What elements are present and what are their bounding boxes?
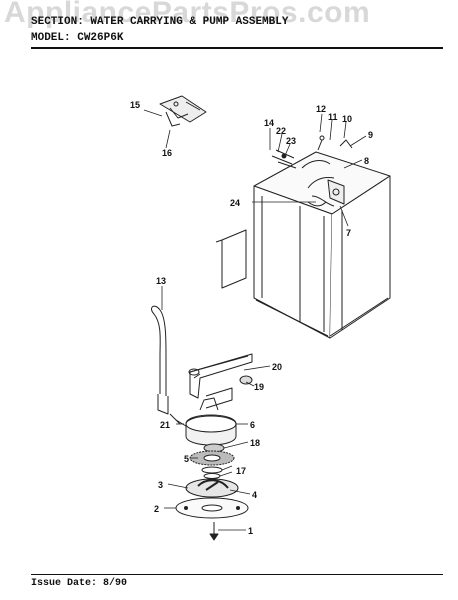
callout-17: 17 bbox=[236, 466, 246, 476]
model-value: CW26P6K bbox=[77, 32, 124, 44]
callout-18: 18 bbox=[250, 438, 260, 448]
part-bracket-15-16 bbox=[159, 95, 207, 127]
callout-9: 9 bbox=[368, 130, 373, 140]
callout-5: 5 bbox=[184, 454, 189, 464]
callout-4: 4 bbox=[252, 490, 257, 500]
callout-10: 10 bbox=[342, 114, 352, 124]
callout-14: 14 bbox=[264, 118, 274, 128]
callout-8: 8 bbox=[364, 156, 369, 166]
footer-rule bbox=[31, 574, 443, 575]
washers-17 bbox=[201, 466, 223, 479]
watermark: AppliancePartsPros.com bbox=[4, 0, 371, 29]
pump-hose-20 bbox=[188, 353, 253, 409]
callout-11: 11 bbox=[328, 112, 338, 122]
callout-numbers: 15 16 12 11 10 9 8 7 24 14 22 23 13 20 1… bbox=[130, 100, 373, 536]
callout-15: 15 bbox=[130, 100, 140, 110]
pump-6 bbox=[169, 397, 237, 446]
section-label: SECTION: bbox=[31, 16, 84, 28]
callout-12: 12 bbox=[316, 104, 326, 114]
callout-3: 3 bbox=[158, 480, 163, 490]
callout-2: 2 bbox=[154, 504, 159, 514]
callout-24: 24 bbox=[230, 198, 240, 208]
callout-6: 6 bbox=[250, 420, 255, 430]
callout-19: 19 bbox=[254, 382, 264, 392]
water-valve-assembly bbox=[271, 135, 353, 207]
leader-lines bbox=[143, 109, 367, 531]
hose-clamp-19 bbox=[239, 375, 253, 385]
washer-cabinet bbox=[253, 151, 391, 339]
model-heading: MODEL: CW26P6K bbox=[31, 32, 123, 44]
issue-date: Issue Date: 8/90 bbox=[31, 578, 128, 589]
callout-13: 13 bbox=[156, 276, 166, 286]
callout-7: 7 bbox=[346, 228, 351, 238]
access-panel bbox=[215, 229, 247, 289]
callout-1: 1 bbox=[248, 526, 253, 536]
callout-21: 21 bbox=[160, 420, 170, 430]
gear-5 bbox=[189, 450, 235, 466]
screw-1 bbox=[209, 522, 219, 541]
header-rule bbox=[31, 47, 443, 49]
callout-20: 20 bbox=[272, 362, 282, 372]
callout-23: 23 bbox=[286, 136, 296, 146]
model-label: MODEL: bbox=[31, 32, 71, 44]
drain-hose-13 bbox=[151, 305, 169, 415]
section-heading: SECTION: WATER CARRYING & PUMP ASSEMBLY bbox=[31, 16, 288, 28]
coupling-3-4 bbox=[185, 478, 239, 498]
section-value: WATER CARRYING & PUMP ASSEMBLY bbox=[90, 16, 289, 28]
callout-22: 22 bbox=[276, 126, 286, 136]
callout-16: 16 bbox=[162, 148, 172, 158]
base-plate-2 bbox=[175, 497, 249, 519]
